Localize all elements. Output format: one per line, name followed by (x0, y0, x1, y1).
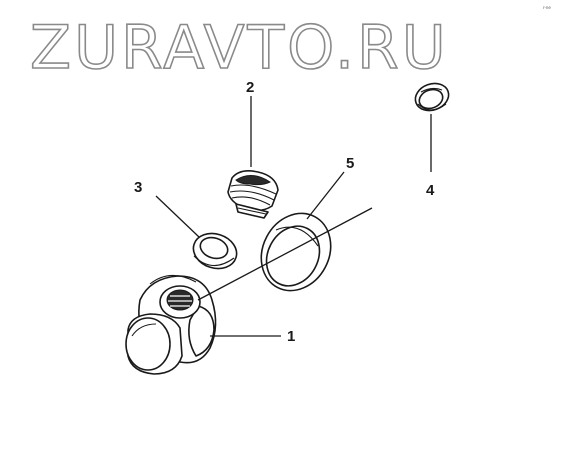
part-3-washer (192, 232, 238, 270)
part-4-small-ring (414, 82, 450, 112)
assembly-axis-line (197, 207, 373, 301)
part-5-seal-ring (260, 212, 332, 292)
callout-3: 3 (134, 179, 142, 196)
callout-2: 2 (246, 79, 254, 96)
callout-4: 4 (426, 182, 435, 199)
part-1-housing (125, 274, 217, 375)
leader-line-5 (306, 171, 345, 220)
leader-line-3 (155, 195, 200, 238)
callout-5: 5 (346, 155, 354, 172)
part-2-plug (227, 170, 279, 219)
callout-1: 1 (287, 328, 295, 345)
watermark-text: ZURAVTO.RU (30, 13, 449, 83)
corner-mark: r-ne (543, 5, 551, 10)
